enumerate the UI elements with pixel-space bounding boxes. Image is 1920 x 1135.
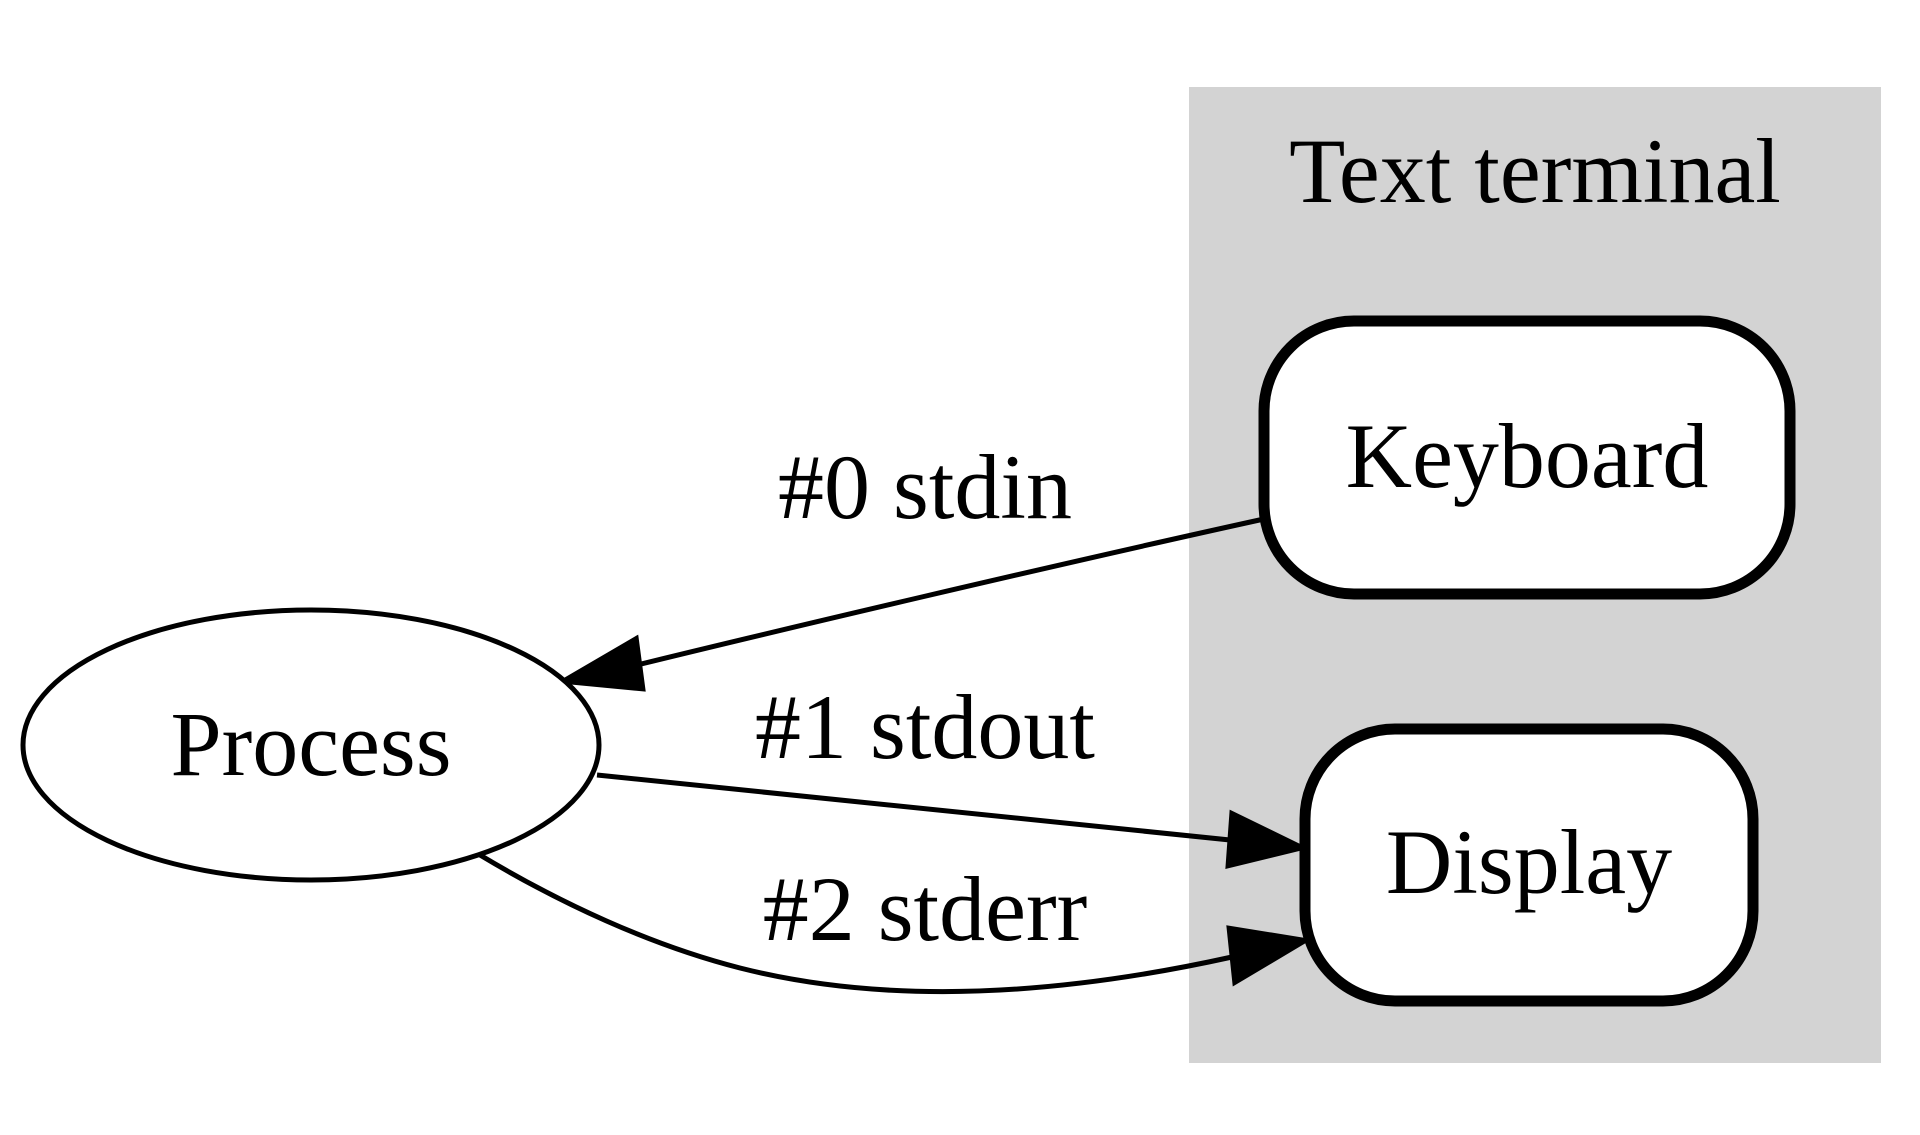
edge-stderr-arrowhead — [1226, 925, 1313, 987]
edge-stderr-line — [478, 852, 1233, 995]
node-keyboard: Keyboard — [1258, 315, 1796, 600]
edge-stdout: #1 stdout — [596, 676, 1310, 869]
node-display: Display — [1299, 723, 1759, 1007]
display-label: Display — [1386, 811, 1672, 913]
node-process: Process — [20, 607, 602, 883]
edge-stdout-line — [596, 772, 1231, 843]
edge-stdin: #0 stdin — [555, 436, 1265, 692]
edge-stderr-label: #2 stderr — [763, 858, 1087, 960]
edge-stdin-line — [636, 516, 1265, 668]
edge-stdin-arrowhead — [555, 634, 646, 692]
keyboard-box — [1258, 315, 1796, 600]
edge-stdout-label: #1 stdout — [755, 676, 1095, 778]
process-ellipse — [20, 607, 602, 883]
cluster-title: Text terminal — [1289, 120, 1781, 222]
edge-stdin-label: #0 stdin — [778, 436, 1072, 538]
edge-stderr: #2 stderr — [478, 852, 1313, 995]
display-box — [1299, 723, 1759, 1007]
keyboard-label: Keyboard — [1346, 405, 1709, 507]
edge-stdout-arrowhead — [1225, 809, 1310, 869]
process-label: Process — [170, 693, 451, 795]
